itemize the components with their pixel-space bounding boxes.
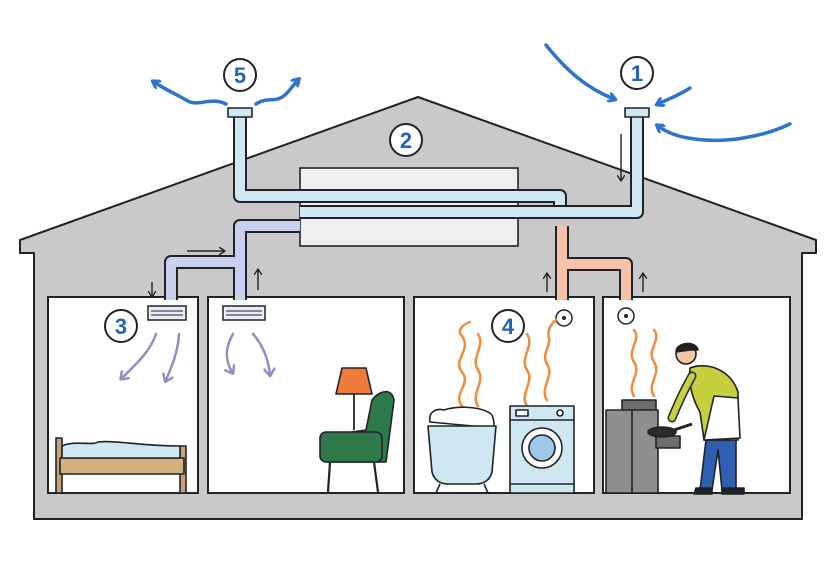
supply-vent-icon	[147, 305, 187, 321]
duct-flow-arrows	[152, 134, 643, 296]
svg-text:4: 4	[502, 314, 515, 339]
callout-badge-2: 2	[389, 123, 423, 157]
callout-badge-5: 5	[223, 58, 257, 92]
supply-vents	[147, 305, 266, 321]
bed-icon	[55, 437, 187, 494]
person-cooking-icon	[647, 342, 745, 495]
supply-airflow-arrows	[122, 332, 270, 380]
callout-badge-1: 1	[620, 56, 654, 90]
intake-cap	[624, 107, 650, 118]
bathtub-icon	[427, 406, 497, 494]
stove-icon	[605, 399, 681, 494]
ductwork	[164, 107, 650, 300]
supply-vent-icon	[222, 305, 266, 321]
extract-vent-icon	[555, 309, 573, 327]
svg-text:1: 1	[631, 61, 643, 86]
extract-vent-icon	[617, 307, 635, 325]
armchair-icon	[319, 390, 395, 493]
exhaust-air-arrows	[154, 80, 298, 106]
callout-badges: 1 2 3 4 5	[104, 56, 654, 343]
steam-wisps	[457, 318, 658, 408]
floor-lamp-icon	[335, 367, 373, 430]
svg-text:2: 2	[400, 128, 412, 153]
callout-badge-3: 3	[104, 309, 138, 343]
callout-badge-4: 4	[491, 309, 525, 343]
svg-text:3: 3	[115, 314, 127, 339]
exhaust-cap	[227, 107, 253, 118]
extract-vents	[555, 307, 635, 327]
washing-machine-icon	[509, 405, 575, 494]
svg-text:5: 5	[234, 63, 246, 88]
outdoor-air-arrows	[544, 43, 792, 143]
